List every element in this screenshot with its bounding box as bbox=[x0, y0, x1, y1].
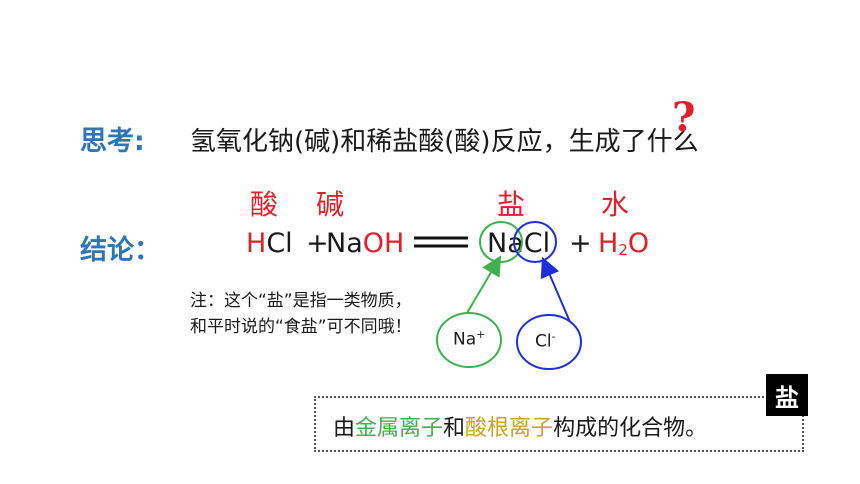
note-text: 注：这个“盐”是指一类物质，和平时说的“食盐”可不同哦！ bbox=[190, 291, 412, 337]
definition-text: 由金属离子和酸根离子构成的化合物。 bbox=[333, 410, 707, 442]
na-ion-symbol: Na bbox=[453, 329, 477, 350]
naoh-formula: NaOH bbox=[326, 228, 404, 259]
question-text: 氢氧化钠(碱)和稀盐酸(酸)反应，生成了什么 bbox=[190, 127, 699, 157]
think-heading: 思考: bbox=[80, 126, 145, 157]
h2o-subscript: 2 bbox=[618, 241, 628, 259]
na-ion-charge: + bbox=[476, 328, 486, 341]
equals-arrow bbox=[414, 236, 468, 248]
h2o-o: O bbox=[627, 228, 650, 259]
acid-radical-ions-term: 酸根离子 bbox=[465, 416, 554, 441]
question-mark-icon: ? bbox=[672, 94, 696, 141]
metal-ions-term: 金属离子 bbox=[355, 416, 444, 441]
plus-sign-1: + bbox=[306, 228, 329, 259]
h2o-formula: H2O bbox=[598, 228, 649, 259]
cl-arrow bbox=[540, 256, 571, 323]
label-water: 水 bbox=[601, 188, 630, 221]
plus-sign-2: + bbox=[569, 228, 592, 259]
definition-prefix: 由 bbox=[333, 416, 356, 441]
h2o-h: H bbox=[598, 228, 619, 259]
label-acid: 酸 bbox=[250, 188, 279, 221]
label-salt: 盐 bbox=[497, 188, 526, 221]
cl-ion-label: Cl- bbox=[535, 330, 556, 352]
cl-ion-charge: - bbox=[551, 330, 556, 343]
na-ion-label: Na+ bbox=[453, 328, 485, 350]
cl-highlight-circle bbox=[513, 221, 557, 263]
definition-and: 和 bbox=[443, 416, 466, 441]
naoh-na: Na bbox=[326, 228, 363, 259]
salt-badge: 盐 bbox=[766, 374, 808, 416]
cl-ion-symbol: Cl bbox=[535, 331, 552, 352]
label-base: 碱 bbox=[316, 188, 345, 221]
hcl-h: H bbox=[246, 228, 267, 259]
hcl-formula: HCl bbox=[246, 228, 293, 259]
naoh-oh: OH bbox=[362, 228, 405, 259]
conclusion-heading: 结论： bbox=[80, 235, 161, 266]
na-highlight-circle bbox=[479, 221, 523, 263]
cl-ion-circle bbox=[516, 314, 582, 370]
hcl-cl: Cl bbox=[266, 228, 293, 259]
na-arrow bbox=[463, 255, 502, 319]
na-ion-circle bbox=[436, 312, 502, 368]
definition-box bbox=[314, 396, 804, 452]
definition-suffix: 构成的化合物。 bbox=[553, 416, 708, 441]
